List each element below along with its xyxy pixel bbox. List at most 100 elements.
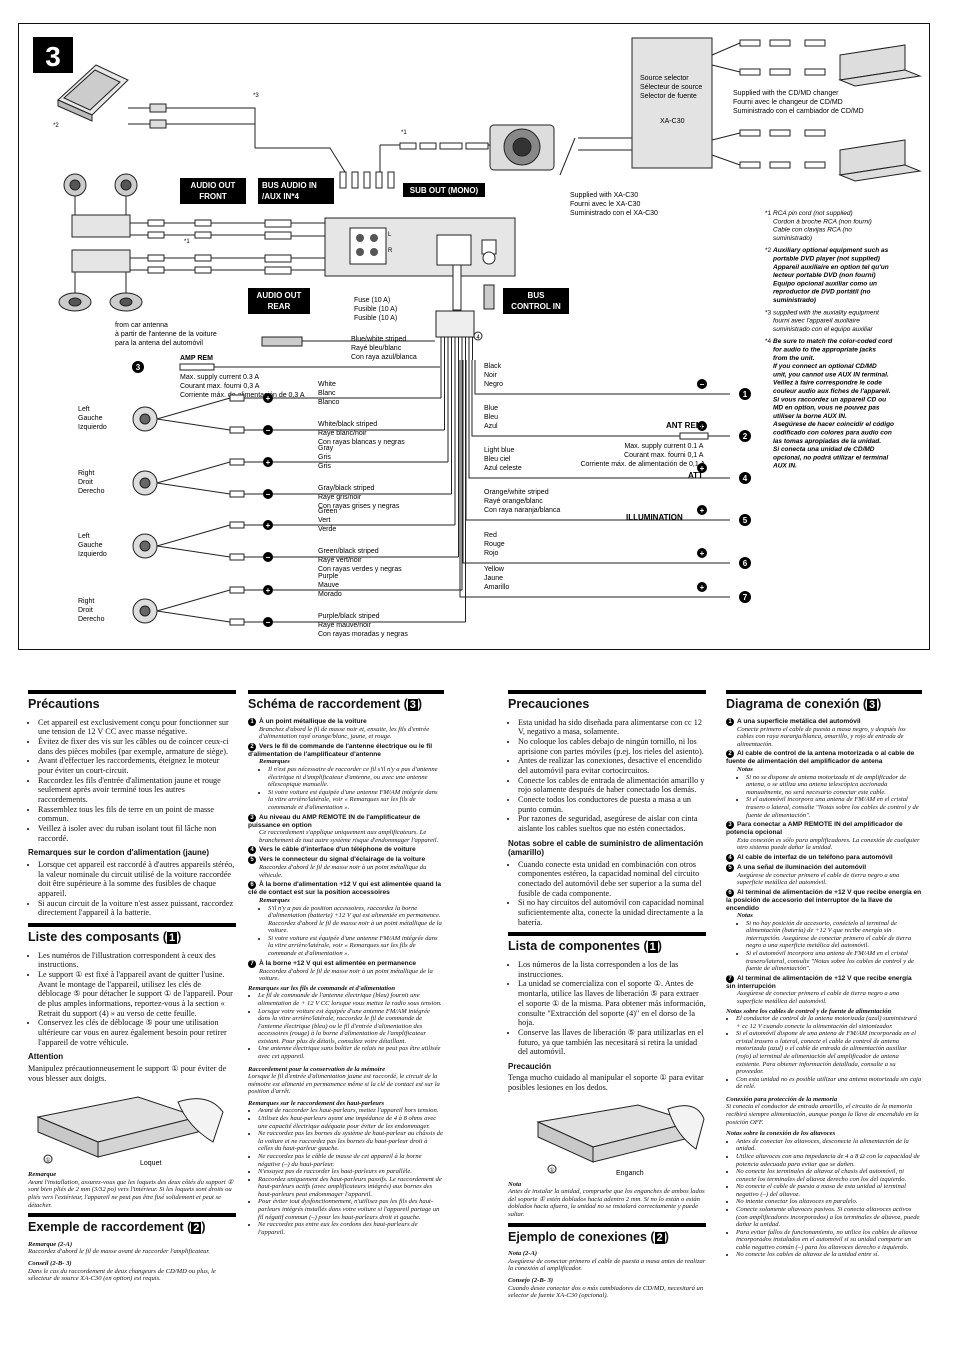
precauciones-heading: Precauciones — [508, 690, 706, 712]
list-item: Con esta unidad no es posible utilizar u… — [736, 1076, 922, 1091]
bracket-icon: ① Loquet — [36, 1096, 224, 1167]
memoria-heading: Conexión para protección de la memoria — [726, 1095, 838, 1103]
svg-text:utiliser la borne AUX IN.: utiliser la borne AUX IN. — [773, 413, 847, 420]
item-number-badge: 5 — [726, 863, 734, 872]
remarks-heading: Remarques sur le cordon d'alimentation (… — [28, 848, 210, 858]
svg-text:−: − — [266, 426, 271, 435]
list-item: Raccordez les fils d'entrée d'alimentati… — [38, 776, 236, 805]
svg-text:*4: *4 — [765, 338, 772, 345]
list-item: Pour éviter tout dysfonctionnement, n'ut… — [258, 1198, 444, 1221]
tag-audio-out-rear: AUDIO OUT REAR — [248, 288, 310, 314]
svg-text:−: − — [700, 380, 705, 389]
item-text: Ce raccordement s'applique uniquement au… — [259, 829, 439, 844]
item-heading: A una superficie metálica del automóvil — [737, 717, 861, 725]
plus-icon — [263, 520, 273, 530]
nota-heading: Nota — [508, 1180, 522, 1188]
notas-altavoces-list: Antes de conectar los altavoces, descone… — [726, 1138, 922, 1259]
list-item: Si el automóvil incorpora una antena de … — [746, 796, 922, 819]
list-item: Si no hay circuitos del automóvil con ca… — [518, 898, 706, 927]
remarks-heading: Notas — [737, 766, 753, 774]
svg-text:FRONT: FRONT — [199, 192, 227, 201]
plus-icon — [697, 463, 707, 473]
ant-supply: Max. supply current 0.1 A Courant max. f… — [580, 443, 705, 468]
svg-text:R: R — [388, 248, 393, 254]
list-item: Conecte solamente altavoces pasivos. Si … — [736, 1206, 922, 1229]
list-item: Ne raccordez pas entre eux les cordons d… — [258, 1221, 444, 1236]
list-item: El conductor de control de la antena mot… — [736, 1015, 922, 1030]
plus-icon — [263, 585, 273, 595]
minus-icon — [263, 552, 273, 562]
list-item: Lorsque votre voiture est équipée d'une … — [258, 1008, 444, 1046]
item-heading: Vers le connecteur du signal d'éclairage… — [259, 856, 426, 864]
remark-2a-text: Raccordez d'abord le fil de masse avant … — [28, 1248, 210, 1256]
svg-text:suministrado con el equipo aux: suministrado con el equipo auxiliar — [773, 326, 874, 333]
svg-text:ILLUMINATION: ILLUMINATION — [626, 513, 683, 522]
svg-text:Cable con clavijas RCA (no: Cable con clavijas RCA (no — [773, 227, 852, 234]
list-item: Ne raccordez pas le câble de masse de ce… — [258, 1153, 444, 1168]
svg-text:MD en option, vous ne pouvez p: MD en option, vous ne pouvez pas — [773, 405, 880, 412]
parts-heading: Liste des composants (1) — [28, 922, 236, 945]
item-text: Esta conexión es sólo para amplificadore… — [737, 836, 920, 852]
svg-text:AMP REM: AMP REM — [180, 355, 213, 362]
svg-text:+: + — [700, 583, 705, 592]
changer-note: Supplied with the CD/MD changer Fourni a… — [733, 90, 864, 115]
column-french-1: Précautions Cet appareil est exclusiveme… — [28, 690, 236, 1287]
minus-icon — [263, 617, 273, 627]
list-item: Raccordez uniquement des haut-parleurs p… — [258, 1176, 444, 1199]
attention-text: Manipulez précautionneusement le support… — [28, 1063, 227, 1083]
svg-text:Si vous raccordez un appareil: Si vous raccordez un appareil CD ou — [773, 396, 886, 403]
svg-text:−: − — [266, 553, 271, 562]
svg-text:Veillez à faire correspondre l: Veillez à faire correspondre le code — [773, 380, 882, 387]
svg-text:couleur audio aux fiches de l': couleur audio aux fiches de l'appareil. — [773, 388, 891, 395]
svg-text:from the unit.: from the unit. — [773, 355, 815, 362]
plus-icon — [697, 505, 707, 515]
list-item: Los números de la lista corresponden a l… — [518, 960, 706, 979]
list-item: Si aucun circuit de la voiture n'est ass… — [38, 899, 236, 918]
svg-text:①: ① — [45, 1157, 50, 1164]
minus-icon — [263, 425, 273, 435]
svg-text:+: + — [700, 464, 705, 473]
svg-text:1: 1 — [743, 390, 748, 399]
list-item: Conecte todos los conductores de puesta … — [518, 795, 706, 814]
svg-text:unit, you cannot use AUX IN te: unit, you cannot use AUX IN terminal. — [773, 371, 889, 378]
notas-alimentacion-heading: Notas sobre el cable de suministro de al… — [508, 838, 704, 858]
svg-text:*2: *2 — [53, 123, 59, 129]
list-item: Évitez de fixer des vis sur les câbles o… — [38, 737, 236, 756]
diagrama-conexion-heading: Diagrama de conexión (3) — [726, 690, 922, 712]
speaker-notes-list: Avant de raccorder les haut-parleurs, me… — [248, 1107, 444, 1236]
list-item: Conservez les clés de déblocage ⑤ pour u… — [38, 1018, 236, 1047]
item-text: Conecte primero el cable de puesta a mas… — [737, 725, 906, 748]
control-notes-heading: Remarques sur les fils de commande et d'… — [248, 984, 396, 992]
svg-text:las tomas apropiadas de la uni: las tomas apropiadas de la unidad. — [773, 438, 881, 445]
remarks-heading: Notas — [737, 912, 753, 920]
list-item: Avant d'effectuer les raccordements, éte… — [38, 756, 236, 775]
svg-text:suministrado): suministrado) — [773, 297, 816, 304]
svg-text:ANT REM: ANT REM — [666, 421, 703, 430]
item-number-badge: 6 — [248, 881, 256, 890]
svg-text:4: 4 — [743, 474, 748, 483]
supplied-xa-note: Supplied with XA-C30 Fourni avec le XA-C… — [570, 192, 658, 217]
svg-text:Equipo opcional auxiliar como: Equipo opcional auxiliar como un — [773, 280, 877, 287]
svg-text:7: 7 — [743, 593, 748, 602]
svg-text:+: + — [700, 549, 705, 558]
svg-text:Si conecta una unidad de CD/MD: Si conecta una unidad de CD/MD — [773, 446, 875, 453]
remark-2a-heading: Remarque (2-A) — [28, 1240, 73, 1248]
list-item: Rassemblez tous les fils de terre en un … — [38, 805, 236, 824]
svg-text:If you connect an optional CD/: If you connect an optional CD/MD — [773, 363, 877, 370]
svg-text:3: 3 — [136, 363, 141, 372]
memoria-text: Si conecta el conductor de entrada amari… — [726, 1103, 919, 1126]
svg-text:Be sure to match the color-cod: Be sure to match the color-coded cord — [773, 338, 893, 345]
xa-c30-box — [631, 37, 713, 169]
svg-text:4: 4 — [476, 335, 480, 341]
